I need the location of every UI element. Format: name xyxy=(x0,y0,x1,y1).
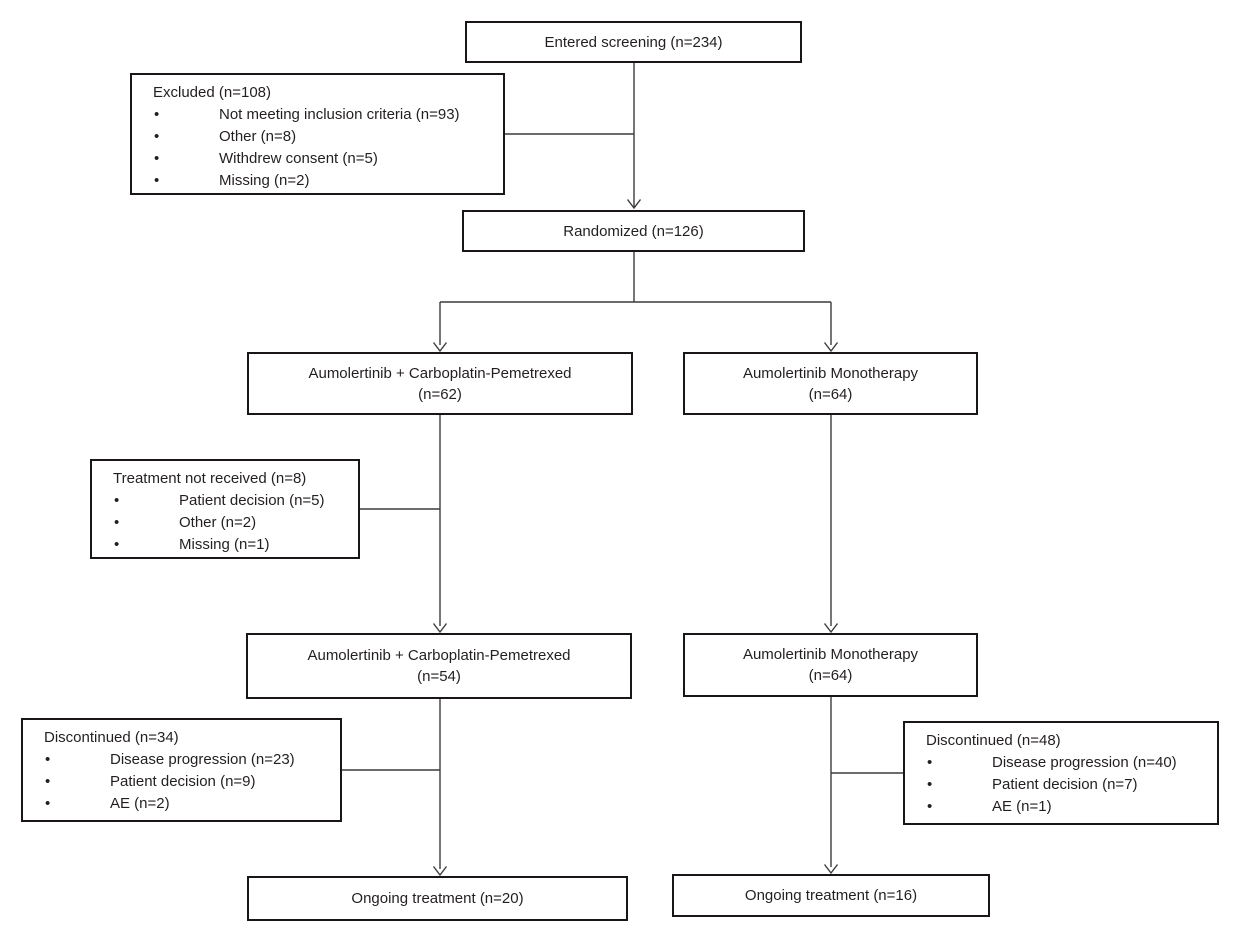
arm1-discontinued-item: Patient decision (n=9) xyxy=(44,771,332,793)
arm2-allocated-count: (n=64) xyxy=(808,385,853,403)
arm1-treated-name: Aumolertinib + Carboplatin-Pemetrexed xyxy=(307,647,571,664)
arm1-allocated-box: Aumolertinib + Carboplatin-Pemetrexed (n… xyxy=(247,352,633,415)
arm1-allocated-count: (n=62) xyxy=(418,385,462,403)
treatment-not-received-item: Other (n=2) xyxy=(113,512,350,534)
randomized-box: Randomized (n=126) xyxy=(462,210,805,252)
arm2-ongoing-label: Ongoing treatment (n=16) xyxy=(744,887,918,904)
excluded-reason-item: Other (n=8) xyxy=(153,126,495,148)
arm2-allocated-box: Aumolertinib Monotherapy (n=64) xyxy=(683,352,978,415)
arm2-discontinued-item: AE (n=1) xyxy=(926,796,1209,818)
arm2-treated-box: Aumolertinib Monotherapy (n=64) xyxy=(683,633,978,697)
arm1-discontinued-list: Disease progression (n=23) Patient decis… xyxy=(44,749,332,815)
excluded-title: Excluded (n=108) xyxy=(153,84,271,101)
arm1-allocated-name: Aumolertinib + Carboplatin-Pemetrexed xyxy=(308,364,572,382)
arm1-ongoing-box: Ongoing treatment (n=20) xyxy=(247,876,628,921)
arm2-discontinued-title: Discontinued (n=48) xyxy=(926,732,1061,749)
treatment-not-received-list: Patient decision (n=5) Other (n=2) Missi… xyxy=(113,490,350,556)
arm2-discontinued-list: Disease progression (n=40) Patient decis… xyxy=(926,752,1209,818)
excluded-box: Excluded (n=108) Not meeting inclusion c… xyxy=(130,73,505,195)
arm2-treated-name: Aumolertinib Monotherapy xyxy=(742,646,919,663)
arm1-discontinued-item: AE (n=2) xyxy=(44,793,332,815)
arm1-ongoing-label: Ongoing treatment (n=20) xyxy=(351,890,524,907)
treatment-not-received-title: Treatment not received (n=8) xyxy=(113,470,307,487)
arm1-discontinued-title: Discontinued (n=34) xyxy=(44,729,179,746)
screening-box: Entered screening (n=234) xyxy=(465,21,802,63)
treatment-not-received-box: Treatment not received (n=8) Patient dec… xyxy=(90,459,360,559)
arm2-allocated-name: Aumolertinib Monotherapy xyxy=(742,364,919,382)
arm2-ongoing-box: Ongoing treatment (n=16) xyxy=(672,874,990,917)
treatment-not-received-item: Patient decision (n=5) xyxy=(113,490,350,512)
arm1-treated-box: Aumolertinib + Carboplatin-Pemetrexed (n… xyxy=(246,633,632,699)
arm1-discontinued-item: Disease progression (n=23) xyxy=(44,749,332,771)
excluded-reason-item: Withdrew consent (n=5) xyxy=(153,148,495,170)
excluded-reason-item: Not meeting inclusion criteria (n=93) xyxy=(153,104,495,126)
excluded-reason-list: Not meeting inclusion criteria (n=93) Ot… xyxy=(153,104,495,192)
excluded-reason-item: Missing (n=2) xyxy=(153,170,495,192)
arm2-treated-count: (n=64) xyxy=(808,667,853,684)
screening-label: Entered screening (n=234) xyxy=(544,33,723,51)
arm2-discontinued-item: Patient decision (n=7) xyxy=(926,774,1209,796)
arm2-discontinued-box: Discontinued (n=48) Disease progression … xyxy=(903,721,1219,825)
treatment-not-received-item: Missing (n=1) xyxy=(113,534,350,556)
randomized-label: Randomized (n=126) xyxy=(563,222,704,240)
arm2-discontinued-item: Disease progression (n=40) xyxy=(926,752,1209,774)
arm1-discontinued-box: Discontinued (n=34) Disease progression … xyxy=(21,718,342,822)
arm1-treated-count: (n=54) xyxy=(417,668,461,685)
